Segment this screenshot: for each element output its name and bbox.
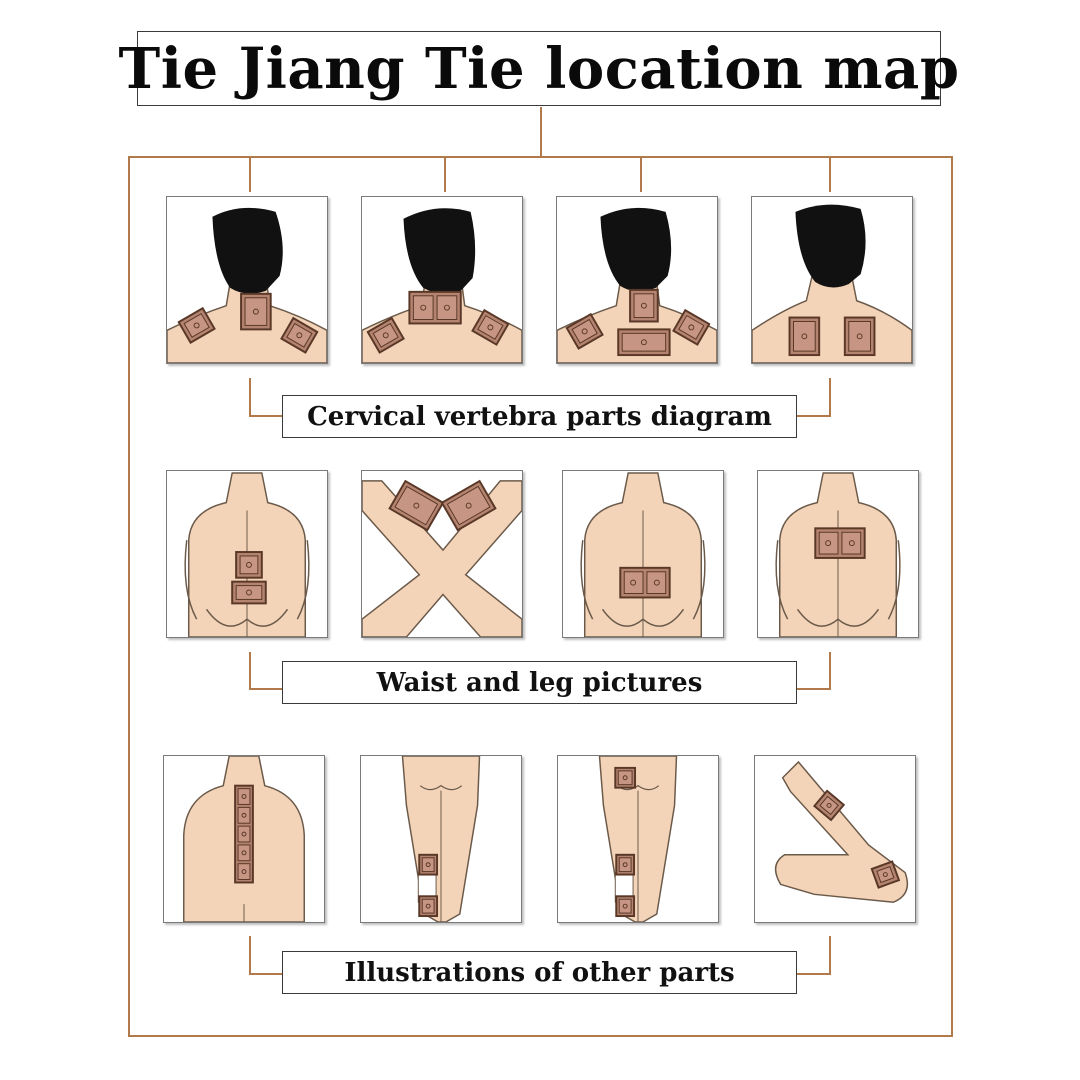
patch xyxy=(814,527,866,559)
cervical-panel-3 xyxy=(556,196,718,364)
patch xyxy=(813,789,846,822)
other-panel-1 xyxy=(163,755,325,923)
cervical-panel-1 xyxy=(166,196,328,364)
hair-shape xyxy=(403,208,476,294)
section-label-other-parts: Illustrations of other parts xyxy=(282,951,797,994)
waist-panel-3 xyxy=(562,470,724,638)
hair-shape xyxy=(600,207,672,292)
patch xyxy=(231,580,267,605)
section-label-cervical: Cervical vertebra parts diagram xyxy=(282,395,797,438)
patch xyxy=(408,290,462,325)
patch xyxy=(440,479,497,532)
hair-shape xyxy=(212,207,283,294)
cervical-panel-4 xyxy=(751,196,913,364)
waist-panel-4 xyxy=(757,470,919,638)
waist-panel-1 xyxy=(166,470,328,638)
patch xyxy=(617,328,671,357)
patch xyxy=(629,288,659,323)
patch xyxy=(672,308,711,346)
section-label-waist-leg: Waist and leg pictures xyxy=(282,661,797,704)
patch xyxy=(870,860,901,889)
other-panel-4 xyxy=(754,755,916,923)
patch xyxy=(619,566,671,599)
other-panel-2 xyxy=(360,755,522,923)
patch xyxy=(177,306,216,344)
patch xyxy=(614,766,637,789)
patch xyxy=(471,308,510,346)
patch xyxy=(280,316,319,354)
patch xyxy=(418,853,439,876)
waist-panel-2 xyxy=(361,470,523,638)
patch xyxy=(418,895,439,918)
title-box: Tie Jiang Tie location map xyxy=(119,31,959,106)
hair-shape xyxy=(795,204,866,288)
other-panel-3 xyxy=(557,755,719,923)
patch xyxy=(240,292,272,331)
patch xyxy=(234,784,254,884)
patch xyxy=(788,316,821,357)
patch xyxy=(388,479,445,532)
patch xyxy=(843,316,876,357)
patch xyxy=(615,895,636,918)
patch xyxy=(565,312,604,350)
page-title: Tie Jiang Tie location map xyxy=(118,35,960,102)
patch xyxy=(366,316,405,354)
patch xyxy=(235,551,263,579)
cervical-panel-2 xyxy=(361,196,523,364)
patch xyxy=(615,853,636,876)
